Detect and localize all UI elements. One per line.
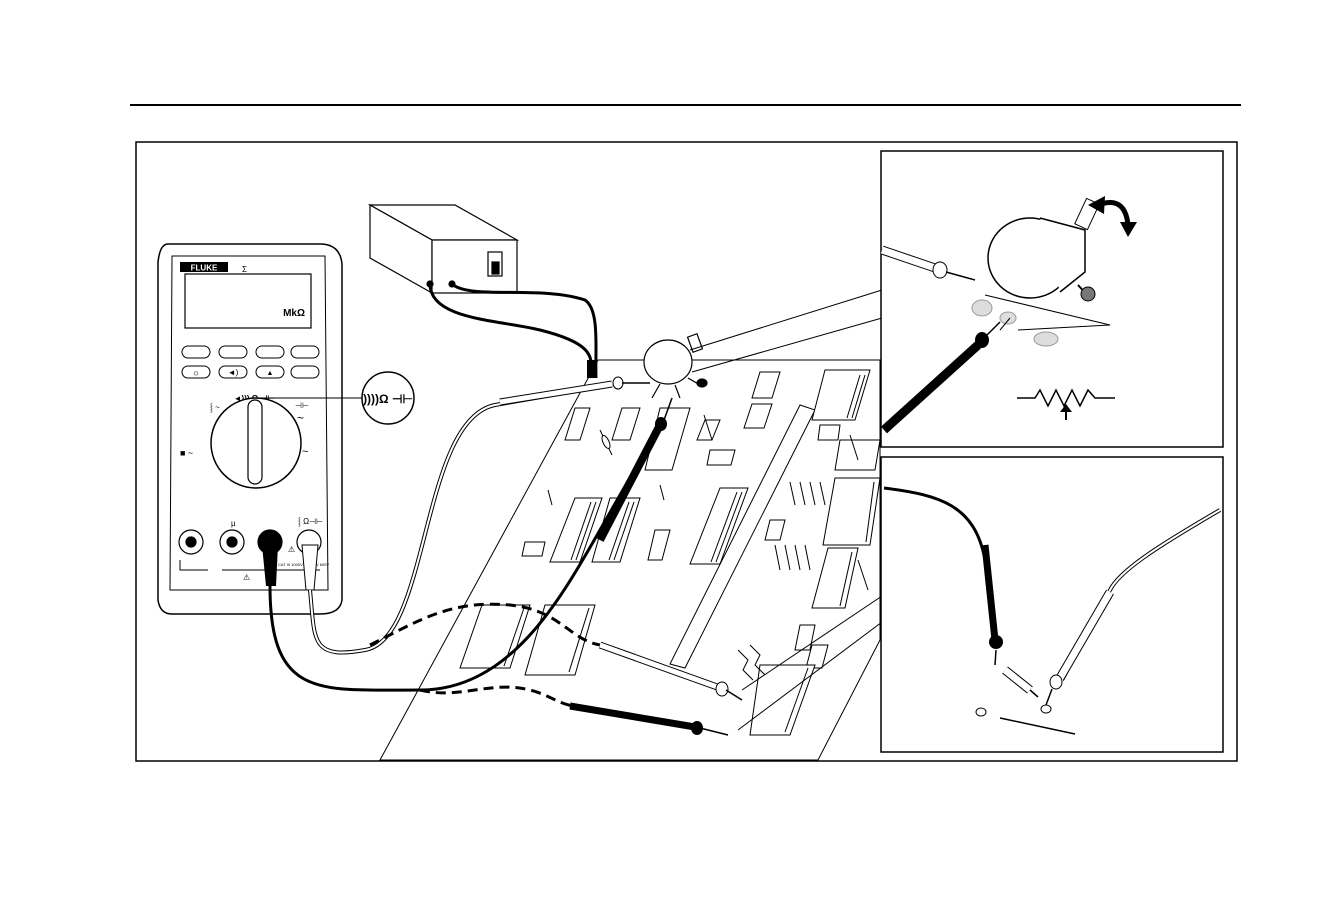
svg-text:~: ~	[302, 446, 308, 458]
function-button-3[interactable]	[256, 346, 284, 358]
inset-potentiometer: ↑	[881, 151, 1223, 447]
range-callout-label: ))))Ω ⊣⊢	[363, 392, 413, 406]
brand-logo: FLUKE	[191, 264, 218, 273]
svg-text:⸾ ~: ⸾ ~	[210, 403, 220, 413]
sun-icon: ☼	[192, 368, 200, 378]
model-mark: Σ	[242, 265, 247, 274]
svg-text:⸾ Ω⊣⊢: ⸾ Ω⊣⊢	[298, 517, 323, 527]
speaker-icon: ◄)	[228, 368, 239, 377]
svg-text:μ: μ	[231, 519, 236, 528]
function-button-1[interactable]	[182, 346, 210, 358]
svg-text:⚠: ⚠	[243, 573, 250, 582]
function-button-4[interactable]	[291, 346, 319, 358]
svg-text:⚠: ⚠	[288, 545, 295, 554]
range-button[interactable]	[291, 366, 319, 378]
svg-text:~: ~	[297, 411, 304, 425]
inset-probe-tips	[881, 457, 1223, 752]
display-unit: MkΩ	[283, 308, 305, 319]
dial-pointer	[248, 400, 262, 484]
function-button-2[interactable]	[219, 346, 247, 358]
svg-text:⊣⊢: ⊣⊢	[295, 401, 309, 410]
triangle-icon: ▲	[267, 370, 274, 377]
svg-text:■ ~: ■ ~	[180, 448, 193, 458]
meter-display	[185, 274, 311, 328]
